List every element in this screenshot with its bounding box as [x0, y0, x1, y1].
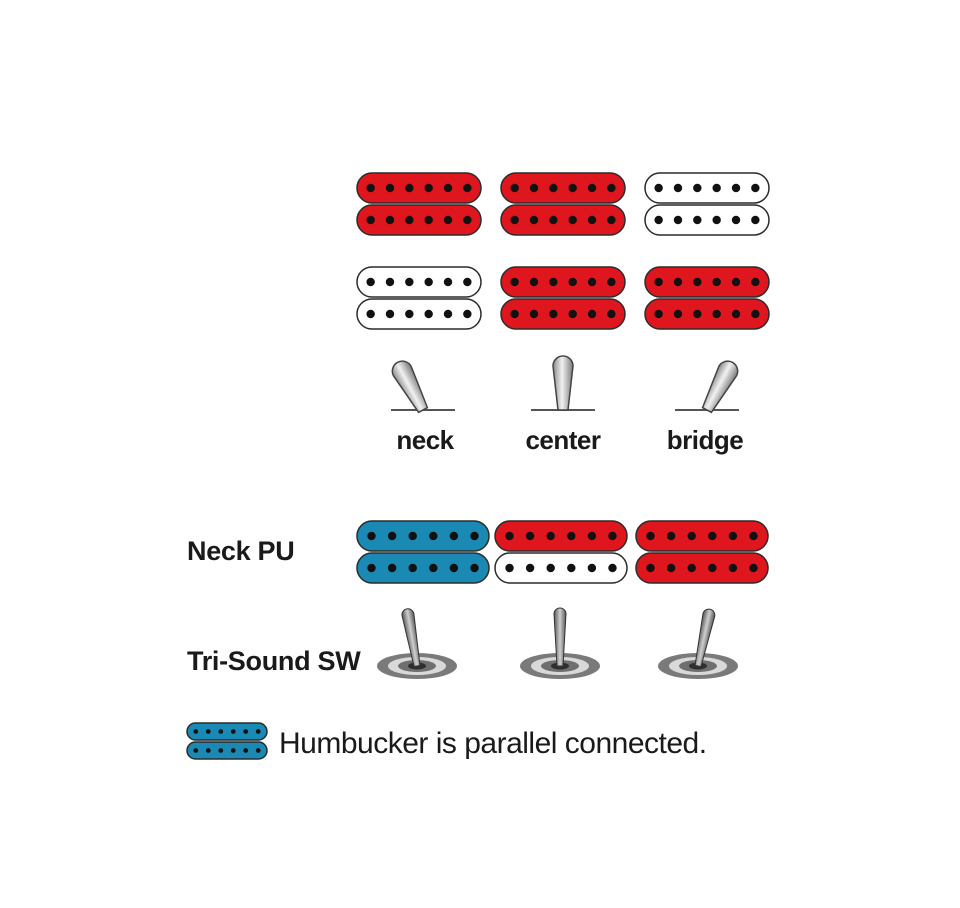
- neck-pu-right-pickup-bottom-coil: [635, 552, 769, 584]
- neck-pu-right-pickup: [635, 520, 769, 584]
- selector-neck-upper-pickup-bottom-coil: [356, 204, 482, 236]
- neck-pu-pickups: [356, 520, 769, 584]
- neck-pu-label: Neck PU: [187, 536, 294, 566]
- neck-pu-right-pickup-top-coil: [635, 520, 769, 552]
- neck-pu-middle-pickup-bottom-coil: [494, 552, 628, 584]
- selector-bridge-lower-pickup-bottom-coil: [644, 298, 770, 330]
- selector-label-bridge: bridge: [667, 425, 743, 455]
- neck-pu-left-pickup-bottom-coil: [356, 552, 490, 584]
- selector-bridge-upper-pickup-top-coil: [644, 172, 770, 204]
- selector-bridge-lower-pickup-top-coil: [644, 266, 770, 298]
- selector-bridge-upper-pickup: [644, 172, 770, 236]
- selector-neck-lower-pickup-top-coil: [356, 266, 482, 298]
- selector-neck-upper-pickup-top-coil: [356, 172, 482, 204]
- selector-center-upper-pickup-bottom-coil: [500, 204, 626, 236]
- selector-neck-lower-pickup: [356, 266, 482, 330]
- selector-center-upper-pickup-top-coil: [500, 172, 626, 204]
- selector-center-upper-pickup: [500, 172, 626, 236]
- tri-sound-toggle-right-icon: [658, 608, 738, 679]
- legend-humbucker-icon: [186, 722, 268, 760]
- legend-pickup: [186, 722, 268, 760]
- neck-pu-middle-pickup: [494, 520, 628, 584]
- selector-neck-upper-pickup: [356, 172, 482, 236]
- neck-pu-left-pickup: [356, 520, 490, 584]
- tri-sound-label: Tri-Sound SW: [187, 646, 361, 676]
- selector-neck-lower-pickup-bottom-coil: [356, 298, 482, 330]
- selector-label-center: center: [525, 425, 600, 455]
- selector-bridge-upper-pickup-bottom-coil: [644, 204, 770, 236]
- legend-pickup-bottom-coil: [186, 741, 268, 760]
- neck-pu-left-pickup-top-coil: [356, 520, 490, 552]
- tri-sound-toggles: [377, 607, 738, 679]
- selector-label-neck: neck: [396, 425, 454, 455]
- legend-text: Humbucker is parallel connected.: [279, 727, 707, 760]
- selector-lever-neck-icon: [391, 360, 455, 414]
- selector-pickups: [356, 172, 770, 330]
- legend-pickup-top-coil: [186, 722, 268, 741]
- tri-sound-toggle-center-icon: [520, 607, 600, 679]
- selector-center-lower-pickup: [500, 266, 626, 330]
- selector-center-lower-pickup-bottom-coil: [500, 298, 626, 330]
- selector-bridge-lower-pickup: [644, 266, 770, 330]
- selector-center-lower-pickup-top-coil: [500, 266, 626, 298]
- selector-lever-bridge-icon: [675, 360, 739, 414]
- selector-lever-center-icon: [531, 355, 595, 411]
- neck-pu-middle-pickup-top-coil: [494, 520, 628, 552]
- tri-sound-toggle-left-icon: [377, 608, 457, 679]
- selector-levers: [391, 355, 739, 414]
